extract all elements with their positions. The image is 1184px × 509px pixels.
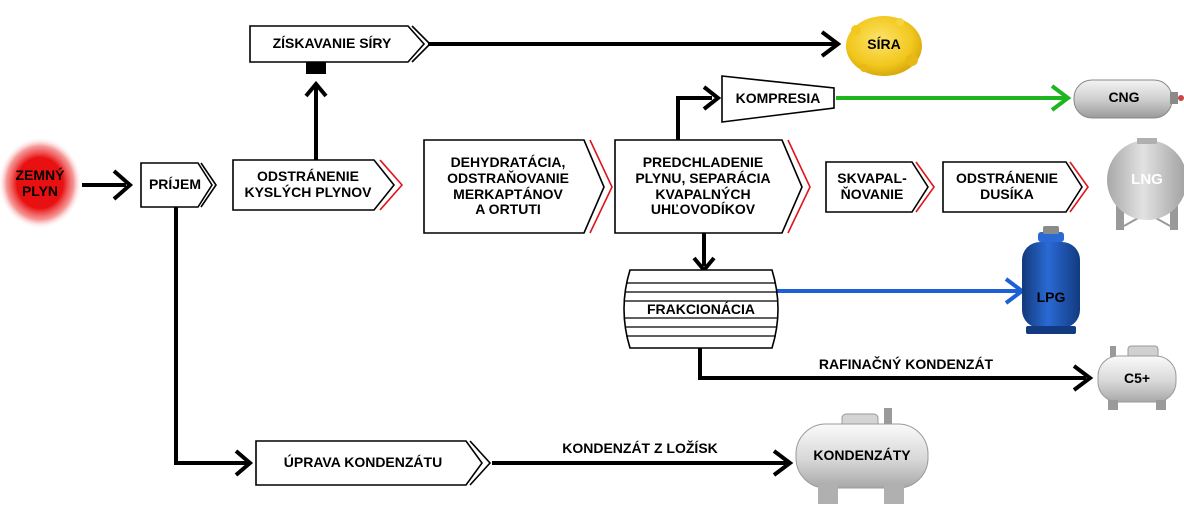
ziskavanie-siry-box [249, 25, 426, 63]
predchladenie-label: PREDCHLADENIE PLYNU, SEPARÁCIA KVAPALNÝC… [635, 154, 771, 218]
zemny-plyn-line-2: PLYN [21, 183, 59, 199]
skvapalnovanie-label: SKVAPAL- ŇOVANIE [837, 170, 907, 202]
arrow-head-c5 [1072, 364, 1094, 392]
kompresia-box [721, 75, 835, 123]
sulfur-unit-connector [306, 60, 326, 74]
skvapalnovanie-box [825, 161, 929, 213]
cng-label: CNG [1108, 89, 1140, 106]
arrow-head-input [112, 169, 134, 201]
arrow-head-kondenzaty [772, 449, 794, 477]
zemny-plyn-label: ZEMNÝ PLYN [2, 165, 78, 203]
zemny-plyn-line-1: ZEMNÝ [15, 167, 65, 184]
lng-label: LNG [1131, 170, 1163, 188]
frakcionacia-label: FRAKCIONÁCIA [646, 301, 756, 318]
odstranenie-kyslych-label: ODSTRÁNENIE KYSLÝCH PLYNOV [244, 168, 372, 200]
kompresia-label: KOMPRESIA [735, 90, 821, 107]
arrow-head-siry [304, 80, 328, 98]
lpg-cylinder-icon [1022, 226, 1080, 334]
uprava-kondenzatu-box [255, 440, 483, 486]
dehydratacia-box [423, 139, 605, 234]
sulfur-icon [846, 16, 922, 76]
lpg-label: LPG [1036, 289, 1066, 306]
c5-tank-icon [1097, 345, 1177, 410]
arrow-head-uprava [234, 449, 254, 477]
frakcionacia-column [623, 269, 779, 349]
cng-cylinder-icon [1073, 79, 1184, 119]
flow-line-to-kompresia [676, 96, 712, 140]
odstranenie-kyslych-box [232, 159, 396, 211]
arrow-head-kompresia [702, 85, 722, 111]
ziskavanie-siry-label: ZÍSKAVANIE SÍRY [272, 35, 392, 52]
dehydratacia-label: DEHYDRATÁCIA, ODSTRAŇOVANIE MERKAPTÁNOV … [447, 154, 569, 218]
arrow-head-cng [1050, 84, 1072, 112]
natural-gas-glow [0, 137, 82, 229]
lng-tank-icon [1107, 138, 1184, 230]
sira-label: SÍRA [867, 36, 901, 53]
c5-label: C5+ [1123, 370, 1151, 387]
arrow-head-sira [820, 30, 842, 58]
uprava-kondenzatu-label: ÚPRAVA KONDENZÁTU [283, 454, 443, 471]
predchladenie-box [614, 139, 803, 234]
odstranenie-dusika-label: ODSTRÁNENIE DUSÍKA [956, 170, 1058, 202]
prijem-label: PRÍJEM [148, 176, 202, 193]
flow-line-rafinacny [698, 348, 1086, 380]
kondenzat-z-lozisk-label: KONDENZÁT Z LOŽÍSK [562, 440, 718, 457]
kondenzaty-label: KONDENZÁTY [813, 447, 911, 464]
rafinacny-kondenzat-label: RAFINAČNÝ KONDENZÁT [818, 356, 994, 373]
odstranenie-dusika-box [942, 161, 1083, 213]
prijem-box [140, 162, 213, 208]
kondenzaty-tank-icon [795, 408, 929, 504]
